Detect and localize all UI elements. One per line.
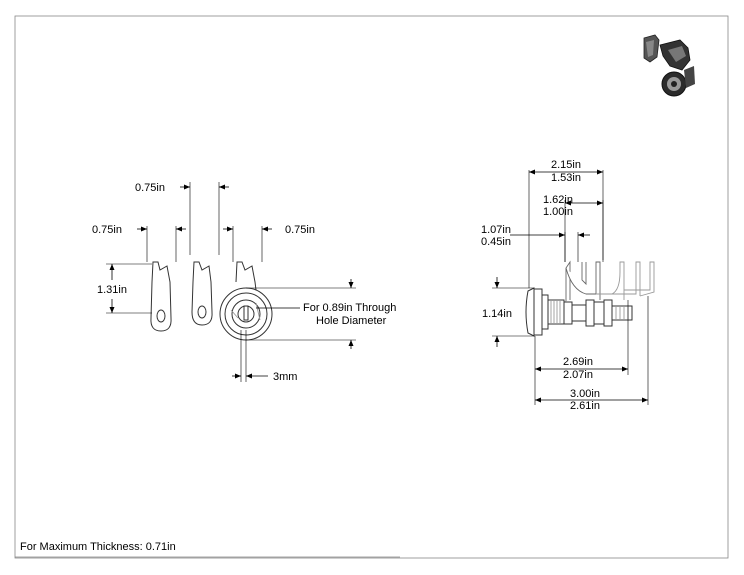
- dim-height: [106, 263, 152, 314]
- label-cam-offset-min: 1.00in: [543, 206, 573, 218]
- dim-length-total: [534, 296, 649, 405]
- label-length-total-max: 3.00in: [570, 388, 600, 400]
- label-height: 1.31in: [97, 284, 127, 296]
- label-overall-cam-max: 2.15in: [551, 159, 581, 171]
- dim-cam-width-right: [223, 226, 272, 262]
- dim-cam-width-top: [180, 182, 229, 255]
- cam-shape-middle: [191, 261, 213, 326]
- label-cam-start-max: 1.07in: [481, 224, 511, 236]
- label-cam-start-min: 0.45in: [481, 236, 511, 248]
- label-overall-cam-min: 1.53in: [551, 172, 581, 184]
- dim-key-offset: [232, 330, 268, 382]
- label-cam-width-left: 0.75in: [92, 224, 122, 236]
- label-length-mid-max: 2.69in: [563, 356, 593, 368]
- dim-body-height: [492, 277, 534, 347]
- label-hole-note-2: Hole Diameter: [316, 315, 387, 327]
- dim-cam-offset: [564, 200, 604, 262]
- footer-note: For Maximum Thickness: 0.71in: [20, 541, 176, 553]
- cam-shape-left: [150, 261, 172, 332]
- lock-face: [219, 287, 273, 341]
- label-key-offset: 3mm: [273, 371, 297, 383]
- sheet-border: [14, 15, 729, 559]
- label-cam-offset-max: 1.62in: [543, 194, 573, 206]
- label-cam-width-right: 0.75in: [285, 224, 315, 236]
- label-hole-note-1: For 0.89in Through: [303, 302, 396, 314]
- label-length-mid-min: 2.07in: [563, 369, 593, 381]
- cam-arms: [565, 260, 655, 302]
- dim-cam-width-left: [137, 226, 186, 262]
- product-thumbnail: [643, 34, 695, 97]
- lock-side-body: [525, 287, 633, 337]
- label-cam-width-top: 0.75in: [135, 182, 165, 194]
- dim-cam-start: [510, 232, 590, 262]
- label-body-height: 1.14in: [482, 308, 512, 320]
- dim-length-mid: [534, 300, 629, 375]
- cam-shape-right: [235, 261, 257, 291]
- label-length-total-min: 2.61in: [570, 400, 600, 412]
- dim-hole-diameter: [246, 279, 356, 349]
